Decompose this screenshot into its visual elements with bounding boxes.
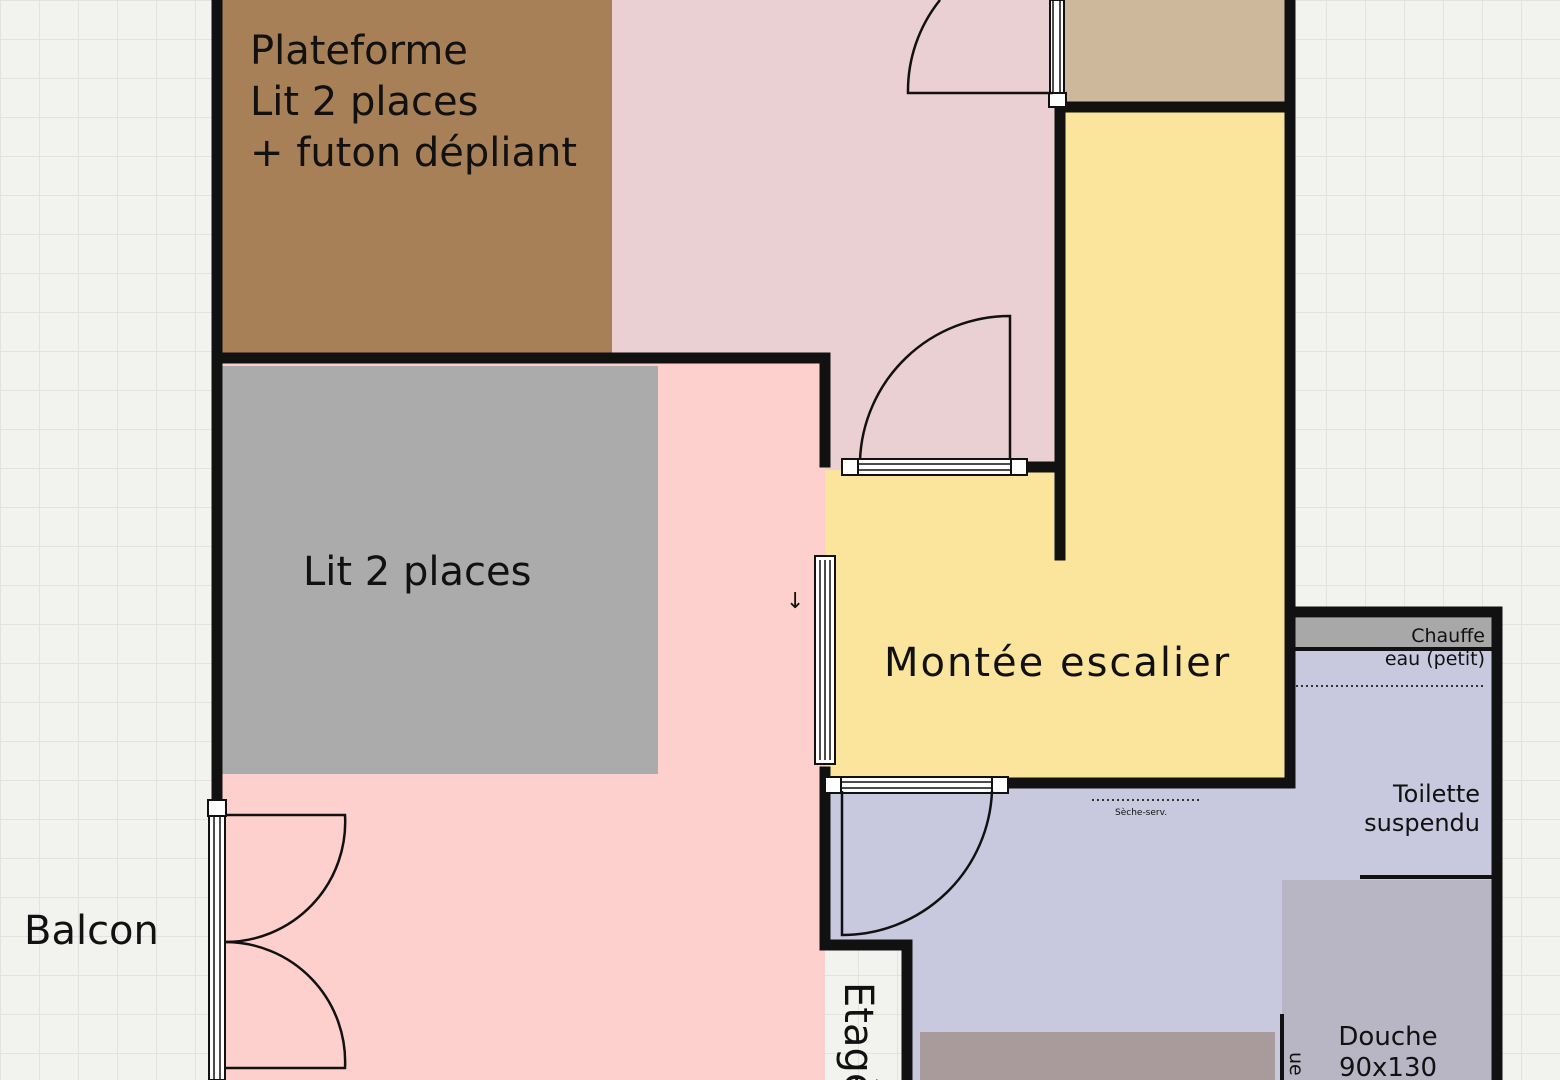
platform-bed-label-line3: + futon dépliant <box>250 130 577 176</box>
dryer-label: Sèche-serv. <box>1115 807 1167 818</box>
walls <box>211 0 1503 1080</box>
stairs-area <box>825 110 1286 783</box>
stairs-label: Montée escalier <box>884 640 1231 686</box>
shower-label-line1: Douche <box>1338 1022 1437 1052</box>
sliding-door-stairs[interactable] <box>814 555 836 765</box>
toilet-label-line2: suspendu <box>1364 809 1480 837</box>
bathroom-furniture <box>920 1032 1275 1080</box>
bed-label: Lit 2 places <box>303 549 531 595</box>
water-heater-label-line1: Chauffe <box>1411 625 1485 647</box>
platform-bed-label-line2: Lit 2 places <box>250 79 478 125</box>
bedroom-top-area-lower <box>825 355 1060 470</box>
bed <box>222 366 658 774</box>
balcony-label: Balcon <box>24 908 159 954</box>
shower <box>1282 880 1494 1080</box>
closet <box>1062 0 1286 103</box>
closet-door[interactable] <box>906 0 1067 108</box>
shower-label-line2: 90x130 <box>1339 1053 1437 1080</box>
platform-bed-label-line1: Plateforme <box>250 28 468 74</box>
partial-rotated-label: ue <box>1285 1052 1307 1076</box>
upper-bedroom-door[interactable] <box>841 314 1028 476</box>
sliding-direction-arrow: ↓ <box>786 589 804 614</box>
shelf-label: Etagè <box>835 982 881 1080</box>
water-heater-label-line2: eau (petit) <box>1385 648 1485 670</box>
toilet-label-line1: Toilette <box>1392 780 1480 808</box>
water-heater <box>1294 618 1492 648</box>
platform-bed <box>222 0 612 356</box>
balcony-door[interactable] <box>207 799 347 1080</box>
bathroom-door[interactable] <box>824 776 1009 937</box>
